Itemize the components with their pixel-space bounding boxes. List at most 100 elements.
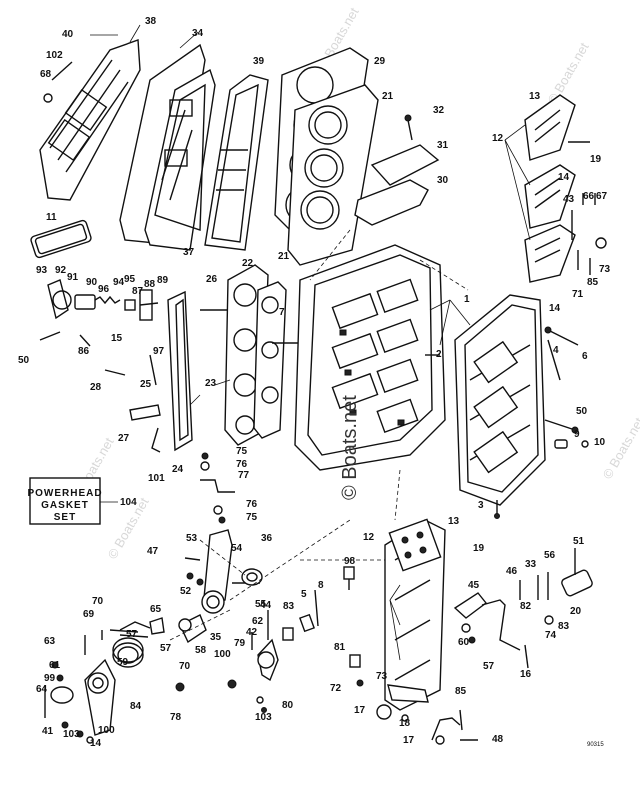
callout: 16 xyxy=(520,669,532,680)
cover-31-30 xyxy=(354,114,440,226)
exhaust-plate-39 xyxy=(204,74,269,251)
gasket-set-line2: GASKET xyxy=(41,500,89,511)
callout: 67 xyxy=(596,191,608,202)
callout: 46 xyxy=(506,566,518,577)
gasket-set-line1: POWERHEAD xyxy=(27,488,102,499)
callout: 51 xyxy=(573,536,585,547)
callout: 70 xyxy=(92,596,104,607)
callout: 97 xyxy=(153,346,165,357)
gasket-set-line3: SET xyxy=(54,512,76,523)
callout: 100 xyxy=(214,649,231,660)
callout: 58 xyxy=(195,645,207,656)
callout: 99 xyxy=(44,673,56,684)
callout: 2 xyxy=(436,349,442,360)
callout: 35 xyxy=(210,632,222,643)
callout: 82 xyxy=(520,601,532,612)
callout: 11 xyxy=(46,212,57,223)
callout: 72 xyxy=(330,683,342,694)
callout: 14 xyxy=(549,303,561,314)
callout: 57 xyxy=(160,643,172,654)
callout: 93 xyxy=(36,265,48,276)
callout: 61 xyxy=(49,660,61,671)
callout: 73 xyxy=(376,671,388,682)
callout: 84 xyxy=(130,701,142,712)
callout: 27 xyxy=(118,433,130,444)
callout: 42 xyxy=(246,627,258,638)
callout: 103 xyxy=(255,712,272,723)
callout: 18 xyxy=(399,718,411,729)
callout: 85 xyxy=(587,277,599,288)
callout: 3 xyxy=(478,500,484,511)
exhaust-plate-gaskets xyxy=(119,31,216,251)
bypass-cover-23-24 xyxy=(167,290,193,452)
watermark-text: © Boats.net xyxy=(600,415,640,482)
callout: 62 xyxy=(252,616,264,627)
callout: 33 xyxy=(525,559,537,570)
callout: 44 xyxy=(260,600,272,611)
callout: 94 xyxy=(113,277,125,288)
callout: 7 xyxy=(279,307,285,318)
callout: 90 xyxy=(86,277,98,288)
callout: 59 xyxy=(117,657,129,668)
callout: 77 xyxy=(238,470,250,481)
callout: 103 xyxy=(63,729,80,740)
callout: 87 xyxy=(132,286,144,297)
callout: 34 xyxy=(192,28,204,39)
gasket-set-ref: 104 xyxy=(120,497,137,508)
thermostat-group xyxy=(39,279,159,347)
callout: 48 xyxy=(492,734,504,745)
callout: 40 xyxy=(62,29,74,40)
callout: 83 xyxy=(558,621,570,632)
callout: 70 xyxy=(179,661,191,672)
callout: 56 xyxy=(544,550,556,561)
crankcase-half xyxy=(454,294,546,506)
callout: 39 xyxy=(253,56,265,67)
callout: 79 xyxy=(234,638,246,649)
fittings-83-5-8 xyxy=(282,589,319,641)
intake-gasket-21 xyxy=(253,281,287,439)
misc-small-parts-left xyxy=(104,354,161,453)
callout: 28 xyxy=(90,382,102,393)
callout: 13 xyxy=(448,516,460,527)
callout: 15 xyxy=(111,333,123,344)
callout: 57 xyxy=(483,661,495,672)
callout: 30 xyxy=(437,175,449,186)
callout: 98 xyxy=(344,556,356,567)
callout: 20 xyxy=(570,606,582,617)
callout: 9 xyxy=(574,429,580,440)
callout: 54 xyxy=(231,543,243,554)
callout: 37 xyxy=(183,247,195,258)
callout: 19 xyxy=(590,154,602,165)
callout-labels: 40 38 34 39 29 21 32 31 30 13 12 19 14 6… xyxy=(18,16,611,749)
callout: 76 xyxy=(236,459,248,470)
callout: 29 xyxy=(374,56,386,67)
callout: 86 xyxy=(78,346,90,357)
callout: 5 xyxy=(301,589,307,600)
callout: 17 xyxy=(403,735,415,746)
cylinder-head-21 xyxy=(287,84,379,266)
callout: 66 xyxy=(583,191,595,202)
pins-57-65 xyxy=(119,617,165,638)
callout: 14 xyxy=(90,738,102,749)
callout: 75 xyxy=(246,512,258,523)
callout: 102 xyxy=(46,50,63,61)
reed-valve-stack-upper xyxy=(524,94,607,283)
callout: 38 xyxy=(145,16,157,27)
callout: 76 xyxy=(246,499,258,510)
alignment-lines xyxy=(169,229,469,641)
bolts-right xyxy=(425,326,589,519)
callout: 96 xyxy=(98,284,110,295)
callout: 32 xyxy=(433,105,445,116)
callout: 4 xyxy=(553,345,559,356)
callout: 36 xyxy=(261,533,273,544)
exhaust-cover-assembly xyxy=(39,24,141,201)
callout: 24 xyxy=(172,464,184,475)
callout: 85 xyxy=(455,686,467,697)
callout: 50 xyxy=(18,355,30,366)
callout: 55 xyxy=(255,599,267,610)
callout: 8 xyxy=(318,580,324,591)
gasket-11 xyxy=(30,219,92,259)
callout: 21 xyxy=(278,251,290,262)
gasket-set-box: POWERHEAD GASKET SET 104 xyxy=(27,477,137,525)
